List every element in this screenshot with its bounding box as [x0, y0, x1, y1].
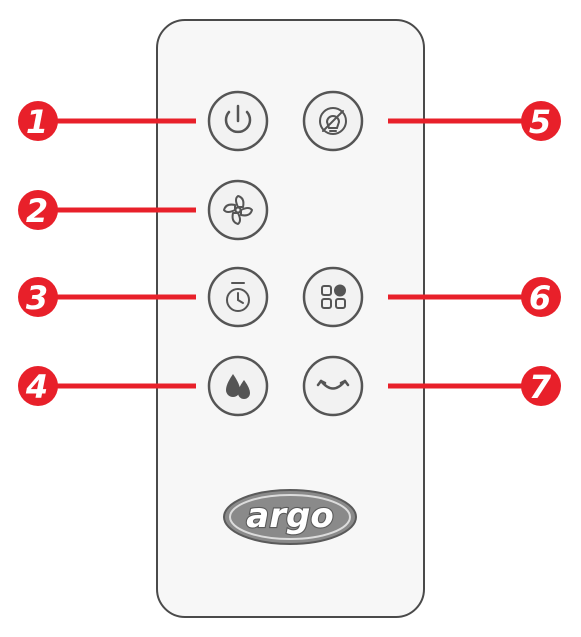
power-icon: [224, 104, 252, 134]
dehumidify-button[interactable]: [207, 355, 269, 417]
argo-logo: argo: [223, 489, 357, 545]
callout-number-6: 6: [529, 279, 551, 317]
power-button[interactable]: [207, 90, 269, 152]
logo-text: argo: [246, 496, 333, 536]
callout-number-7: 7: [529, 368, 552, 406]
callout-number-1: 1: [26, 103, 48, 141]
callout-number-5: 5: [529, 103, 551, 141]
callout-badge-1: 1: [18, 101, 58, 141]
callout-number-3: 3: [26, 279, 48, 317]
dehumidify-icon: [226, 374, 250, 399]
mode-button[interactable]: [302, 266, 364, 328]
sleep-mode-button[interactable]: [302, 90, 364, 152]
callout-badge-4: 4: [18, 366, 58, 406]
swing-icon: [316, 379, 350, 390]
swing-button[interactable]: [302, 355, 364, 417]
fan-button[interactable]: [207, 179, 269, 241]
callout-badge-7: 7: [521, 366, 561, 406]
callout-badge-5: 5: [521, 101, 561, 141]
callout-badge-3: 3: [18, 277, 58, 317]
callout-number-2: 2: [26, 192, 48, 230]
timer-icon: [226, 282, 250, 312]
timer-button[interactable]: [207, 266, 269, 328]
callout-badge-6: 6: [521, 277, 561, 317]
mode-icon: [321, 284, 346, 309]
callout-number-4: 4: [25, 368, 48, 406]
remote-body: [156, 19, 425, 618]
callout-badge-2: 2: [18, 190, 58, 230]
fan-icon: [223, 195, 253, 225]
sleep-mode-icon: [319, 107, 347, 135]
